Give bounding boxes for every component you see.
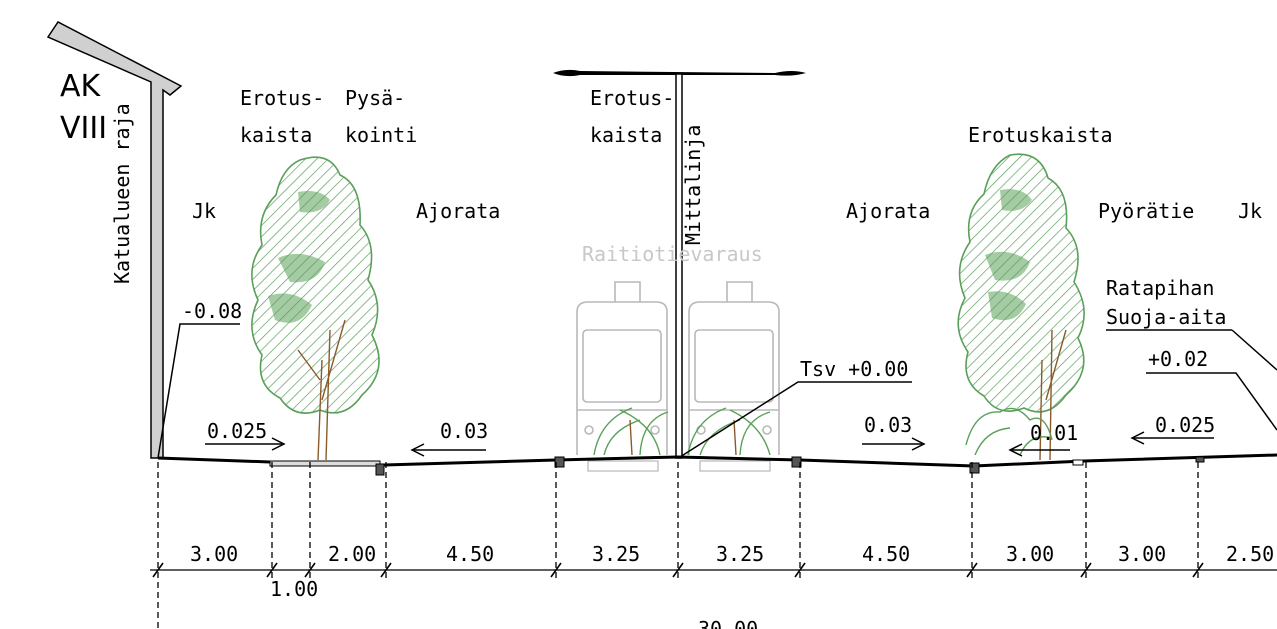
dimension-tick — [266, 562, 278, 578]
dimension-6: 4.50 — [862, 542, 910, 566]
dimension-tick — [550, 562, 562, 578]
dimension-4: 3.25 — [592, 542, 640, 566]
dimension-tick — [304, 562, 316, 578]
centerline-label: Mittalinja — [681, 125, 705, 245]
dimension-9: 2.50 — [1226, 542, 1274, 566]
tram-left — [576, 281, 668, 472]
dimension-tick — [380, 562, 392, 578]
dimension-tick — [672, 562, 684, 578]
slope-5: 0.025 — [1130, 413, 1215, 445]
tree-right — [957, 153, 1085, 461]
grass-right — [687, 407, 771, 456]
level-right-text: +0.02 — [1148, 347, 1208, 371]
label-erotuskaista-right: Erotuskaista — [968, 123, 1113, 147]
tram-reservation-label: Raitiotievaraus — [582, 242, 763, 266]
label-pysa-1: Pysä- — [345, 86, 405, 110]
tram-right — [688, 281, 780, 472]
slope-2: 0.03 — [410, 419, 488, 457]
label-ajorata-right: Ajorata — [846, 199, 930, 223]
label-pyoratie: Pyörätie — [1098, 199, 1194, 223]
boundary-label: Katualueen raja — [110, 103, 134, 284]
dimension-5: 3.25 — [716, 542, 764, 566]
slope-4-text: 0.01 — [1030, 421, 1078, 445]
slope-3-text: 0.03 — [864, 413, 912, 437]
dimension-3: 4.50 — [446, 542, 494, 566]
label-erotus-left-1: Erotus- — [240, 86, 324, 110]
slope-2-text: 0.03 — [440, 419, 488, 443]
level-right: +0.02 — [1146, 347, 1277, 431]
slope-1: 0.025 — [205, 419, 286, 451]
label-pysa-2: kointi — [345, 123, 417, 147]
dimension-small: 1.00 — [270, 577, 318, 601]
dimension-8: 3.00 — [1118, 542, 1166, 566]
level-tsv-text: Tsv +0.00 — [800, 357, 908, 381]
label-erotus-left-2: kaista — [240, 123, 312, 147]
dimension-7: 3.00 — [1006, 542, 1054, 566]
label-ratapihan-1: Ratapihan — [1106, 276, 1214, 300]
slope-3: 0.03 — [862, 413, 926, 451]
level-left-text: -0.08 — [182, 299, 242, 323]
label-ajorata-left: Ajorata — [416, 199, 500, 223]
level-left: -0.08 — [157, 299, 242, 459]
grass-left — [593, 407, 669, 456]
dimension-tick — [966, 562, 978, 578]
dimension-chain — [150, 462, 1277, 629]
label-jk-left: Jk — [192, 199, 216, 223]
slope-4: 0.01 — [1008, 421, 1078, 457]
ground-profile — [157, 453, 1277, 476]
zone-numeral: VIII — [60, 111, 107, 146]
label-jk-right: Jk — [1238, 199, 1262, 223]
dimension-2: 2.00 — [328, 542, 376, 566]
label-ratapihan-2: Suoja-aita — [1106, 305, 1226, 329]
dimension-tick — [794, 562, 806, 578]
slope-5-text: 0.025 — [1155, 413, 1215, 437]
dimension-tick — [152, 562, 164, 578]
slope-1-text: 0.025 — [207, 419, 267, 443]
dimension-tick — [1080, 562, 1092, 578]
zone-code: AK — [60, 69, 102, 104]
label-erotus-mid-1: Erotus- — [590, 86, 674, 110]
boundary-post — [46, 21, 183, 459]
dimension-tick — [1192, 562, 1204, 578]
tree-left — [251, 156, 380, 461]
level-tsv: Tsv +0.00 — [679, 357, 912, 458]
dimension-total: 30.00 — [698, 617, 758, 629]
dimension-1: 3.00 — [190, 542, 238, 566]
label-erotus-mid-2: kaista — [590, 123, 662, 147]
